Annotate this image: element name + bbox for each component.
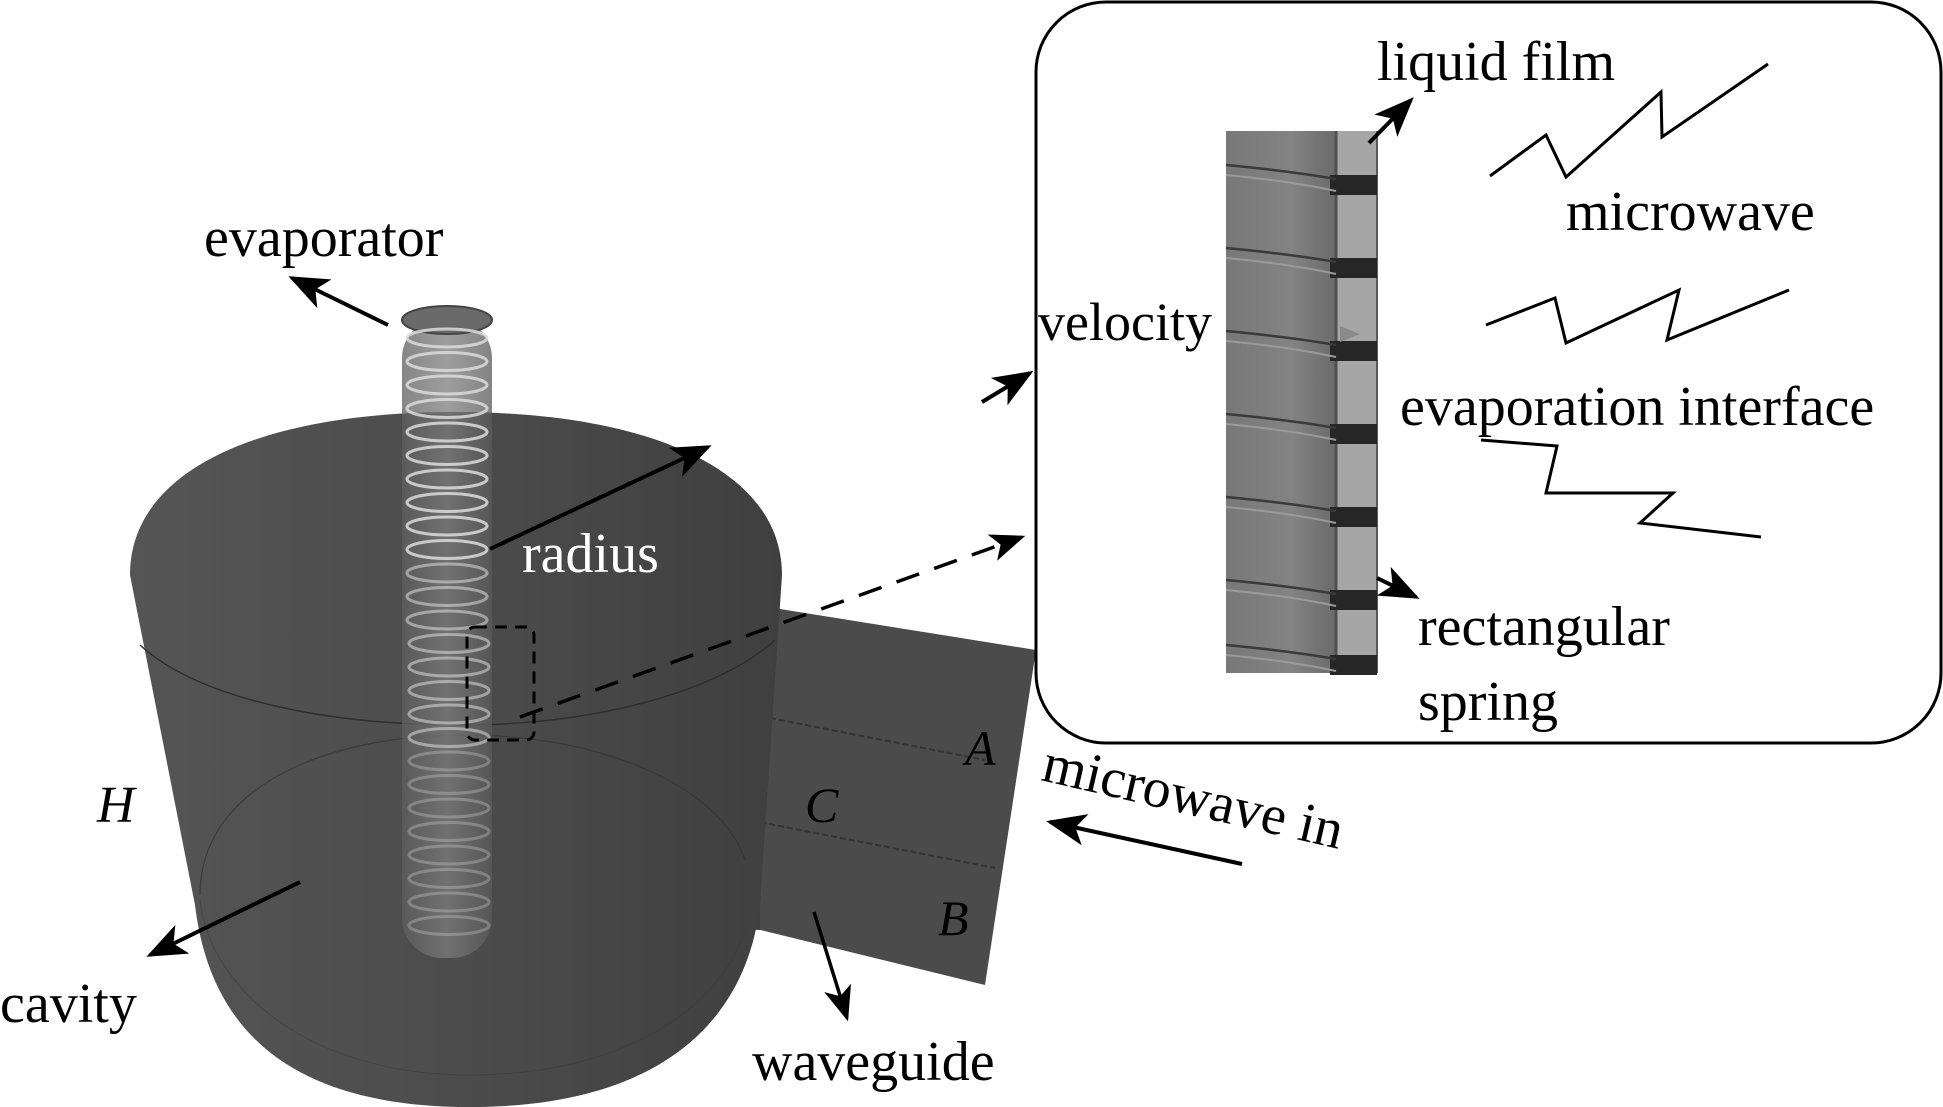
spring-coil bbox=[405, 586, 489, 607]
spring-coil bbox=[407, 868, 491, 889]
spring-band bbox=[1330, 590, 1377, 610]
spring-helix-highlight bbox=[1225, 589, 1337, 607]
inset-spring-bands bbox=[1225, 163, 1377, 675]
spring-helix-line bbox=[1225, 578, 1337, 596]
port-b-label: B bbox=[938, 890, 969, 946]
microwave-zigzag-icon bbox=[1489, 62, 1769, 180]
spring-coil bbox=[407, 680, 491, 701]
radius-arrow bbox=[489, 445, 712, 551]
spring-coil bbox=[405, 609, 489, 631]
height-label: H bbox=[96, 777, 137, 834]
spring-helix-highlight bbox=[1225, 654, 1337, 672]
velocity-pointer-arrow bbox=[980, 370, 1034, 406]
spring-coil bbox=[407, 821, 491, 842]
spring-coil bbox=[405, 374, 489, 396]
spring-coil bbox=[405, 562, 489, 584]
spring-coils bbox=[405, 327, 491, 936]
liquid-film-label: liquid film bbox=[1377, 31, 1615, 93]
spring-coil bbox=[407, 774, 491, 795]
cavity-label: cavity bbox=[0, 973, 137, 1035]
spring-band bbox=[1330, 341, 1377, 361]
spring-helix-highlight bbox=[1225, 340, 1337, 358]
evaporator-arrow bbox=[288, 276, 389, 327]
rectangular-spring-label-line2: spring bbox=[1418, 671, 1558, 733]
port-c-label: C bbox=[805, 777, 839, 833]
spring-band bbox=[1330, 258, 1377, 278]
tube-body bbox=[402, 318, 492, 958]
spring-coil bbox=[405, 351, 489, 372]
cavity-inner-ellipse-lower bbox=[199, 899, 746, 1076]
waveguide-edge-a bbox=[769, 717, 986, 761]
spring-helix-highlight bbox=[1225, 506, 1337, 524]
spring-band bbox=[1330, 424, 1377, 444]
spring-coil bbox=[407, 703, 491, 725]
spring-coil bbox=[405, 539, 489, 560]
microwave-in-arrow bbox=[1046, 814, 1243, 866]
spring-coil bbox=[407, 915, 491, 936]
spring-zigzag-icon bbox=[1480, 438, 1762, 539]
liquid-film-arrow bbox=[1367, 97, 1414, 145]
spring-helix-line bbox=[1225, 412, 1337, 430]
spring-band bbox=[1330, 655, 1377, 675]
velocity-glyph-icon bbox=[1340, 326, 1360, 342]
spring-helix-line bbox=[1225, 246, 1337, 264]
spring-helix-highlight bbox=[1225, 257, 1337, 275]
spring-helix-highlight bbox=[1225, 423, 1337, 441]
microwave-in-label: microwave in bbox=[1037, 732, 1349, 861]
evaporation-interface-label: evaporation interface bbox=[1400, 376, 1874, 438]
spring-coil bbox=[405, 445, 489, 466]
spring-coil bbox=[405, 468, 489, 490]
waveguide-body bbox=[740, 605, 1036, 985]
zoom-callout-line bbox=[519, 534, 1026, 719]
inset-liquid-film bbox=[1336, 131, 1377, 673]
port-a-label: A bbox=[962, 720, 996, 776]
spring-band bbox=[1330, 507, 1377, 527]
spring-helix-line bbox=[1225, 163, 1337, 181]
spring-helix-highlight bbox=[1225, 174, 1337, 192]
zoom-region-box bbox=[465, 625, 536, 742]
spring-coil bbox=[405, 492, 489, 513]
spring-helix-line bbox=[1225, 643, 1337, 661]
spring-coil bbox=[405, 327, 489, 349]
spring-band bbox=[1330, 175, 1377, 195]
spring-coil bbox=[407, 727, 491, 748]
rectangular-spring-arrow bbox=[1376, 566, 1420, 599]
spring-coil bbox=[407, 656, 491, 678]
tube-top-opening bbox=[401, 305, 493, 335]
evaporator-label: evaporator bbox=[204, 207, 444, 269]
spring-coil bbox=[405, 515, 489, 537]
evaporation-interface-zigzag-icon bbox=[1485, 287, 1790, 346]
spring-coil bbox=[407, 633, 491, 654]
spring-helix-line bbox=[1225, 329, 1337, 347]
evaporator-tube bbox=[401, 305, 493, 958]
spring-helix-line bbox=[1225, 495, 1337, 513]
radius-label: radius bbox=[522, 523, 659, 585]
spring-coil bbox=[407, 797, 491, 819]
spring-coil bbox=[407, 844, 491, 866]
microwave-label: microwave bbox=[1566, 181, 1815, 243]
spring-coil bbox=[405, 421, 489, 443]
waveguide-arrow bbox=[812, 911, 852, 1022]
velocity-label: velocity bbox=[1038, 292, 1212, 352]
cavity-arrow bbox=[146, 880, 301, 957]
rectangular-spring-label-line1: rectangular bbox=[1418, 596, 1670, 658]
waveguide-label: waveguide bbox=[752, 1031, 995, 1093]
spring-coil bbox=[407, 891, 491, 913]
spring-coil bbox=[407, 750, 491, 772]
spring-coil bbox=[405, 398, 489, 419]
inset-panel: velocity liquid film microwave evaporati… bbox=[1034, 0, 1943, 745]
